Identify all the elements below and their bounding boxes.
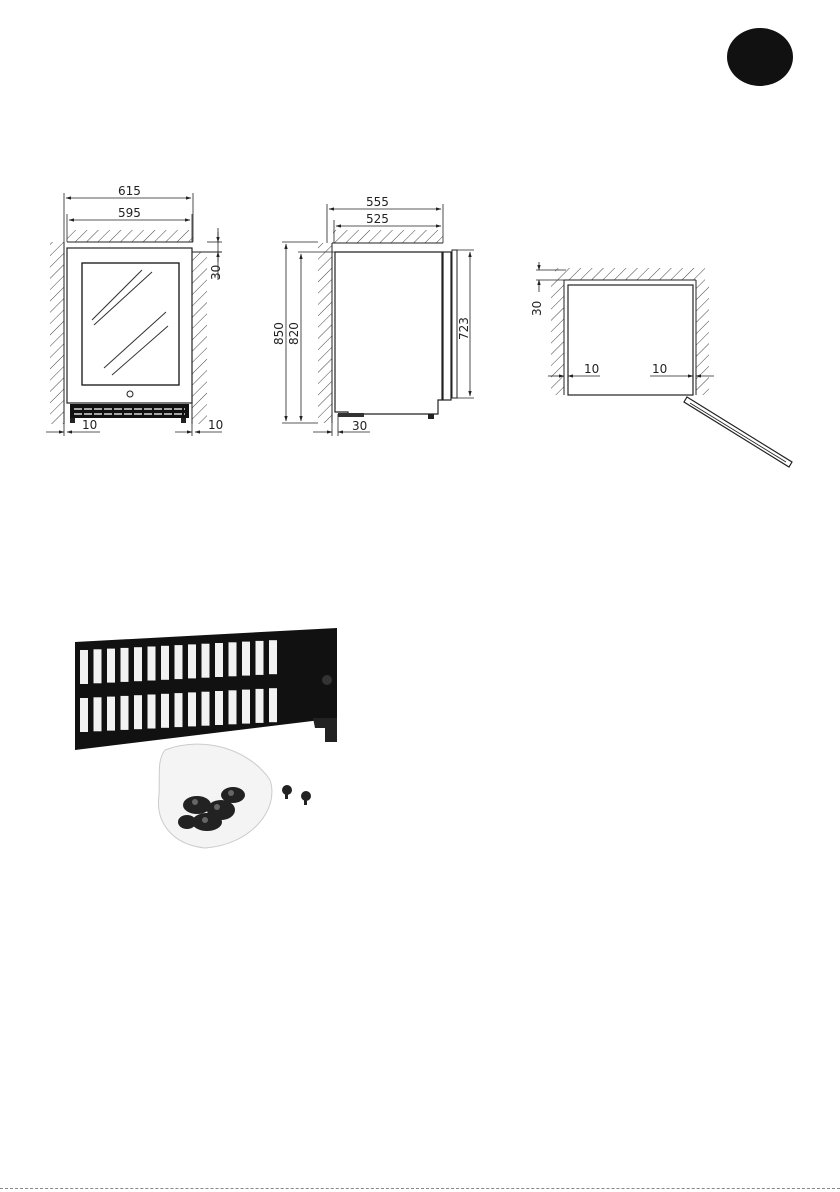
dim-side-rear-gap: 30 <box>352 419 367 433</box>
front-top-wall <box>67 230 193 242</box>
grille-slot <box>175 693 183 727</box>
grille-slot <box>256 641 264 675</box>
grille-slot <box>188 692 196 726</box>
grille-slot <box>94 697 102 731</box>
top-left-wall <box>551 280 564 395</box>
top-view: 30 10 10 <box>530 262 792 467</box>
grille-slot <box>134 695 142 729</box>
accessories-photo <box>75 600 370 850</box>
dim-front-width-overall: 615 <box>118 184 141 198</box>
page-edge-rule <box>0 1188 840 1189</box>
front-view: 615 595 30 10 10 <box>46 184 223 436</box>
grille-slot <box>202 644 210 678</box>
grille-slot <box>269 640 277 674</box>
dim-front-width-cabinet: 595 <box>118 206 141 220</box>
dim-top-rear-clearance: 30 <box>530 301 544 316</box>
grille-slot <box>107 697 115 731</box>
grille-slot <box>202 692 210 726</box>
front-left-wall <box>50 242 64 424</box>
dim-front-gap-left: 10 <box>82 418 97 432</box>
dim-top-gap-right: 10 <box>652 362 667 376</box>
dim-front-gap-right: 10 <box>208 418 223 432</box>
grille-slot <box>107 649 115 683</box>
grille-slot <box>148 647 156 681</box>
dim-side-door-height: 723 <box>457 317 471 340</box>
top-open-door <box>684 397 792 467</box>
front-right-wall <box>192 252 207 424</box>
side-door <box>443 252 451 400</box>
dim-side-depth-overall: 555 <box>366 195 389 209</box>
side-rear-wall <box>318 243 332 423</box>
grille-slot <box>94 649 102 683</box>
grille-slot <box>256 689 264 723</box>
grille-slot <box>242 642 250 676</box>
grille-slot <box>121 648 129 682</box>
grille-slot <box>121 696 129 730</box>
grille-slot <box>175 645 183 679</box>
dim-side-height-cabinet: 820 <box>287 322 301 345</box>
top-cabinet <box>568 285 693 395</box>
grille-slot <box>161 646 169 680</box>
grille-slot <box>215 643 223 677</box>
side-top-wall <box>333 230 443 243</box>
grille-slot <box>215 691 223 725</box>
top-rear-wall <box>555 268 705 280</box>
dim-side-height-overall: 850 <box>272 322 286 345</box>
side-cabinet <box>335 252 442 414</box>
top-right-wall <box>696 280 709 395</box>
grille-slot <box>188 644 196 678</box>
grille-slot <box>229 642 237 676</box>
grille-slot <box>148 695 156 729</box>
grille-slot <box>134 647 142 681</box>
front-kick-grille <box>70 404 189 418</box>
grille-slot <box>80 698 88 732</box>
grille-slot <box>161 694 169 728</box>
grille-slot <box>269 688 277 722</box>
dim-side-depth-cabinet: 525 <box>366 212 389 226</box>
front-cabinet <box>67 248 192 403</box>
grille-slot <box>80 650 88 684</box>
dim-front-top-clearance: 30 <box>209 265 223 280</box>
side-view: 555 525 850 820 723 30 <box>272 195 474 436</box>
grille-slot <box>242 690 250 724</box>
dim-top-gap-left: 10 <box>584 362 599 376</box>
grille-slot <box>229 690 237 724</box>
